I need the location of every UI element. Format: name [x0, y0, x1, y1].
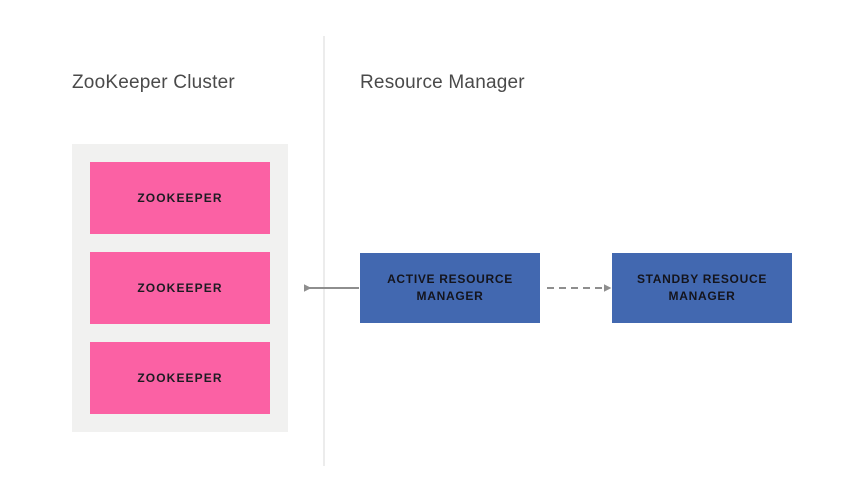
active-resource-manager-label: ACTIVE RESOURCE MANAGER [387, 271, 513, 303]
zookeeper-node-label: ZOOKEEPER [137, 190, 223, 205]
section-divider [323, 36, 325, 466]
zookeeper-node: ZOOKEEPER [90, 342, 270, 414]
zookeeper-node-label: ZOOKEEPER [137, 280, 223, 295]
standby-resource-manager-box: STANDBY RESOUCE MANAGER [612, 253, 792, 323]
zookeeper-node: ZOOKEEPER [90, 252, 270, 324]
zookeeper-node: ZOOKEEPER [90, 162, 270, 234]
zookeeper-node-label: ZOOKEEPER [137, 370, 223, 385]
resource-manager-title: Resource Manager [360, 72, 525, 93]
standby-resource-manager-label: STANDBY RESOUCE MANAGER [636, 271, 768, 303]
zookeeper-cluster-title: ZooKeeper Cluster [72, 72, 235, 93]
active-resource-manager-box: ACTIVE RESOURCE MANAGER [360, 253, 540, 323]
